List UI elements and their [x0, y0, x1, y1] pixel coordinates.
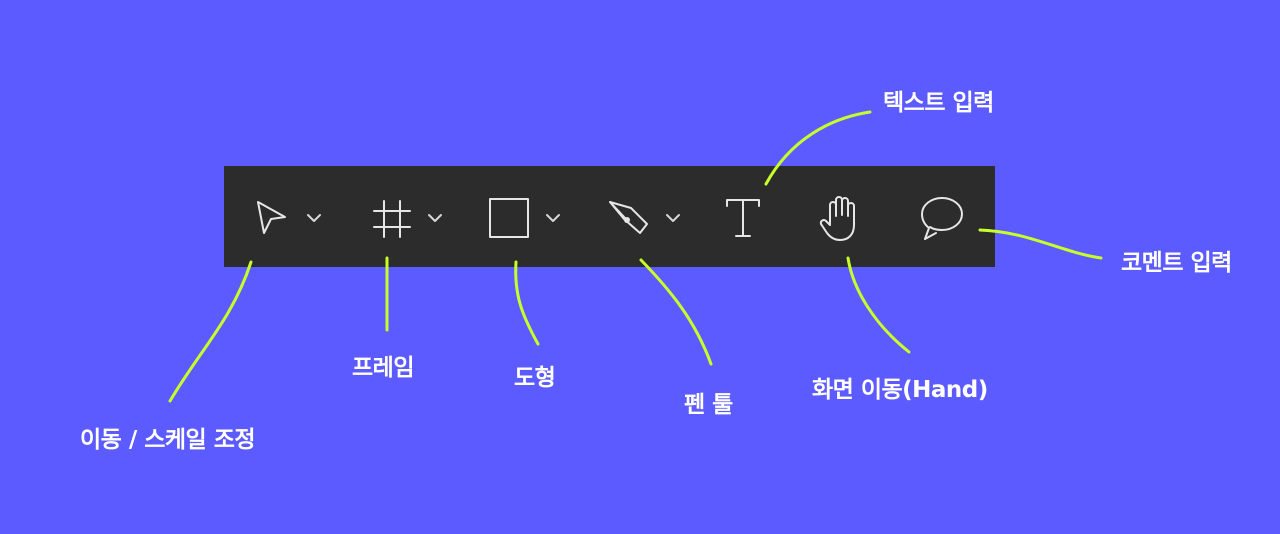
design-toolbar [224, 166, 995, 267]
text-T-icon [726, 199, 760, 237]
pen-tool-button[interactable] [604, 166, 690, 267]
speech-bubble-icon [921, 197, 963, 240]
text-tool-button[interactable] [718, 166, 778, 267]
connector-shape [514, 260, 540, 346]
connector-pen [639, 258, 713, 366]
chevron-down-icon[interactable] [665, 213, 681, 223]
comment-tool-button[interactable] [912, 166, 976, 267]
shape-tool-button[interactable] [482, 166, 568, 267]
label-comment-input: 코멘트 입력 [1121, 250, 1232, 276]
pen-nib-icon [609, 201, 648, 234]
rectangle-icon [489, 198, 529, 238]
chevron-down-icon[interactable] [306, 213, 322, 223]
label-shape: 도형 [514, 365, 556, 391]
frame-hash-icon [373, 200, 411, 238]
move-tool-button[interactable] [242, 166, 332, 267]
chevron-down-icon[interactable] [545, 213, 561, 223]
label-hand-pan: 화면 이동(Hand) [812, 377, 988, 403]
connector-move [168, 260, 253, 403]
cursor-arrow-icon [257, 201, 286, 234]
chevron-down-icon[interactable] [427, 213, 443, 223]
label-pen-tool: 펜 툴 [684, 392, 733, 418]
label-text-input: 텍스트 입력 [883, 90, 994, 116]
connector-comment [978, 228, 1103, 260]
connector-hand [846, 256, 911, 354]
hand-icon [819, 196, 855, 241]
hand-tool-button[interactable] [812, 166, 876, 267]
label-move-scale: 이동 / 스케일 조정 [80, 427, 256, 453]
label-frame: 프레임 [352, 355, 414, 381]
frame-tool-button[interactable] [366, 166, 452, 267]
